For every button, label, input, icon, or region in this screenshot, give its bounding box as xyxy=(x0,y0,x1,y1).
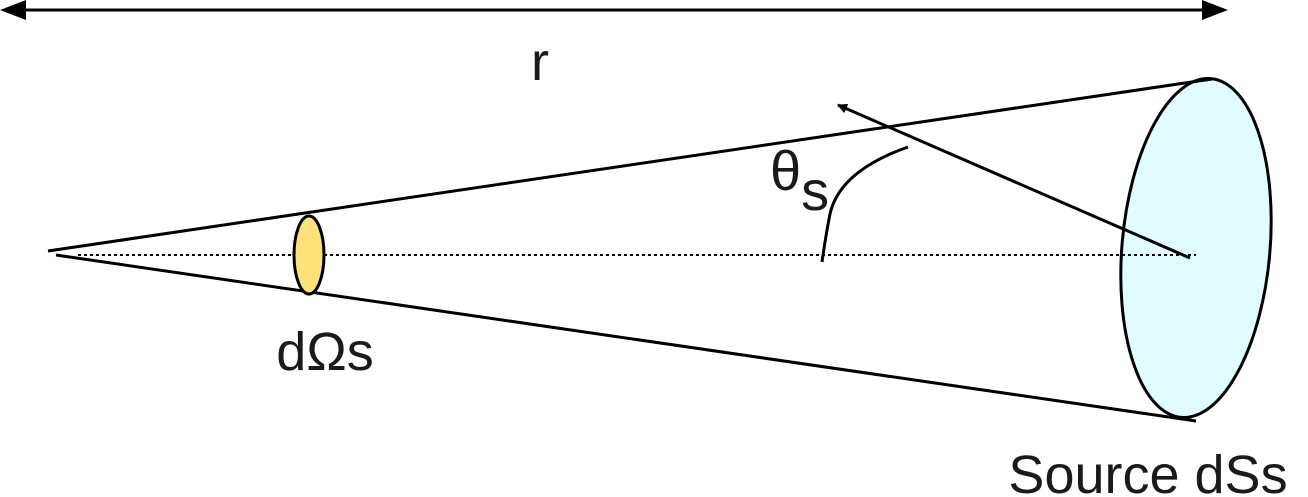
distance-label: r xyxy=(531,32,549,92)
solid-angle-label: dΩs xyxy=(276,322,373,382)
angle-label: θs xyxy=(770,139,829,222)
cone-upper-edge xyxy=(47,77,1213,253)
distance-arrow-left-head xyxy=(0,0,26,20)
cone-lower-edge xyxy=(55,253,1197,423)
distance-arrow-right-head xyxy=(1202,0,1228,20)
angle-arc xyxy=(820,145,909,263)
solid-angle-element xyxy=(292,214,326,296)
angle-subscript: s xyxy=(801,159,829,222)
angle-symbol: θ xyxy=(770,139,801,202)
emission-direction-arrow xyxy=(837,103,1191,260)
source-label: Source dSs xyxy=(1008,445,1287,497)
source-surface xyxy=(1119,77,1273,419)
